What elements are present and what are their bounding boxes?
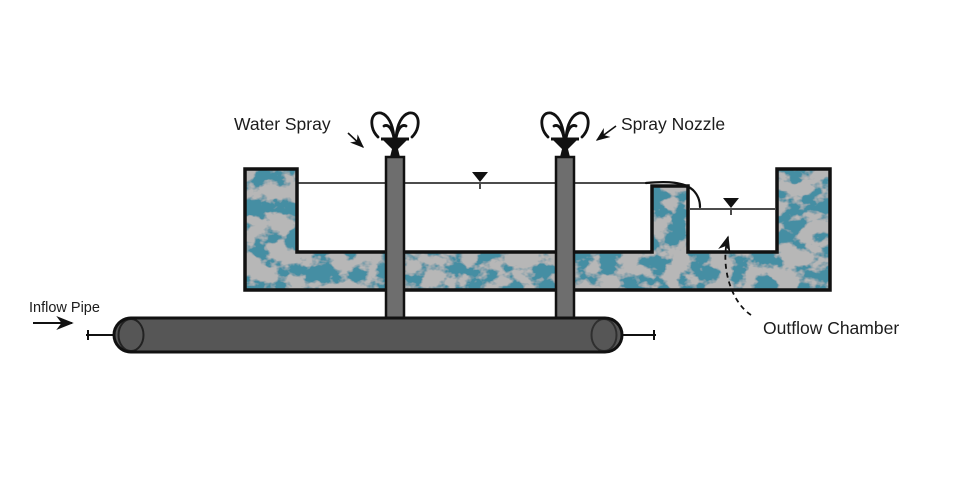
water-spray-left [370,111,420,140]
outflow-chamber-water [644,181,775,215]
spray-nozzle-right [540,111,590,157]
water-spray-right [540,111,590,140]
tank-structure [243,167,832,292]
tank-wall-fill [245,169,830,290]
inflow-pipe [86,316,656,354]
water-spray-arrow [347,132,365,148]
riser-pipe-right [554,155,576,337]
outflow-chamber-label: Outflow Chamber [763,318,899,338]
water-level-symbol-outflow [723,198,739,215]
water-level-symbol-main [472,172,488,189]
tank-wall-outline [243,167,832,292]
main-basin-water [297,172,650,189]
inflow-pipe-body [112,316,624,354]
riser-pipe-left [384,155,406,337]
inflow-pipe-coupling [590,318,618,352]
spray-nozzle-label: Spray Nozzle [621,114,725,134]
inflow-pipe-label: Inflow Pipe [29,300,100,316]
spray-nozzle-left [370,111,420,157]
outflow-chamber-arrow [718,235,752,316]
nozzle-body-icon [383,140,407,157]
spray-nozzle-arrow [595,125,617,141]
water-spray-label: Water Spray [234,114,331,134]
inflow-pipe-end-cap [117,318,145,352]
nozzle-body-icon [553,140,577,157]
weir-spill-curve [644,181,702,209]
